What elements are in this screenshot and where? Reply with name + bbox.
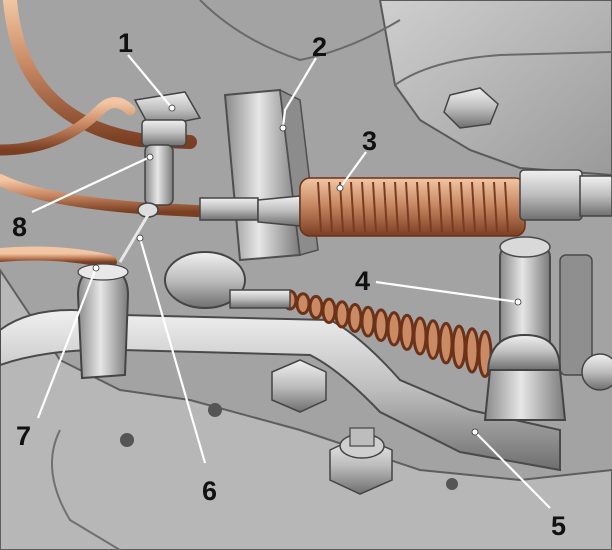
leader-8-dot (146, 153, 154, 161)
spring-coil (416, 181, 421, 233)
copper-lines (0, 0, 221, 269)
leader-8 (31, 156, 151, 213)
spring-coil (350, 181, 355, 233)
spring-coil (504, 181, 509, 233)
spring-coil (451, 324, 467, 369)
spring-coil (460, 181, 465, 233)
callout-8-label: 8 (12, 212, 27, 242)
spring-coil (412, 316, 428, 356)
spring-coil (328, 181, 333, 233)
spring-coil (449, 181, 454, 233)
leader-1-dot (168, 104, 176, 112)
spring-coil (347, 303, 363, 333)
leader-6 (138, 237, 207, 464)
leader-4-dot (514, 298, 522, 306)
spring-coil (394, 181, 399, 233)
callout-3-label: 3 (362, 126, 377, 156)
spring-coil (361, 181, 366, 233)
spring-coil (373, 308, 389, 343)
spring-coil (471, 181, 476, 233)
callout-5-label: 5 (551, 511, 566, 541)
spring-coil (321, 297, 337, 324)
spring-coil (438, 321, 454, 365)
spring-coil (427, 181, 432, 233)
spring-coil (438, 181, 443, 233)
leader-7 (36, 267, 98, 419)
hex-bolt-top (443, 87, 499, 129)
spring-coil (399, 313, 415, 351)
callout-1-label: 1 (118, 28, 133, 58)
leader-2-dot (279, 124, 287, 132)
leader-7-dot (92, 264, 100, 272)
callout-6-label: 6 (202, 476, 217, 506)
spring-coil (317, 181, 322, 233)
leader-lines (31, 54, 551, 509)
leader-2 (281, 57, 317, 129)
spring-coil (482, 181, 487, 233)
valve-body (164, 251, 291, 309)
spring-coil (372, 181, 377, 233)
lower-bolts (120, 359, 458, 495)
leader-5 (474, 431, 551, 509)
leader-3 (339, 151, 367, 189)
spring-coil (295, 292, 311, 316)
leader-4 (375, 280, 519, 304)
sleeve (76, 263, 130, 380)
spring-coil (386, 311, 402, 347)
leader-5-dot (471, 428, 479, 436)
spring-coil (493, 181, 498, 233)
spring-coil (360, 305, 376, 338)
spring-coil (383, 181, 388, 233)
stop-cylinder (483, 236, 612, 421)
callout-labels: 1 2 3 4 5 6 7 8 (12, 28, 566, 541)
spring-coil (464, 327, 480, 374)
clamp-and-fitting (118, 91, 202, 263)
spring-coil (425, 319, 441, 361)
leader-1 (127, 54, 173, 109)
callout-4-label: 4 (355, 266, 370, 296)
spring-coil (334, 300, 350, 329)
cable-sheath-3 (199, 169, 612, 237)
callout-7-label: 7 (16, 421, 31, 451)
leader-3-dot (336, 184, 344, 192)
spring-coil (308, 294, 324, 320)
callout-2-label: 2 (312, 32, 327, 62)
leader-6-dot (136, 234, 144, 242)
spring-coil (405, 181, 410, 233)
